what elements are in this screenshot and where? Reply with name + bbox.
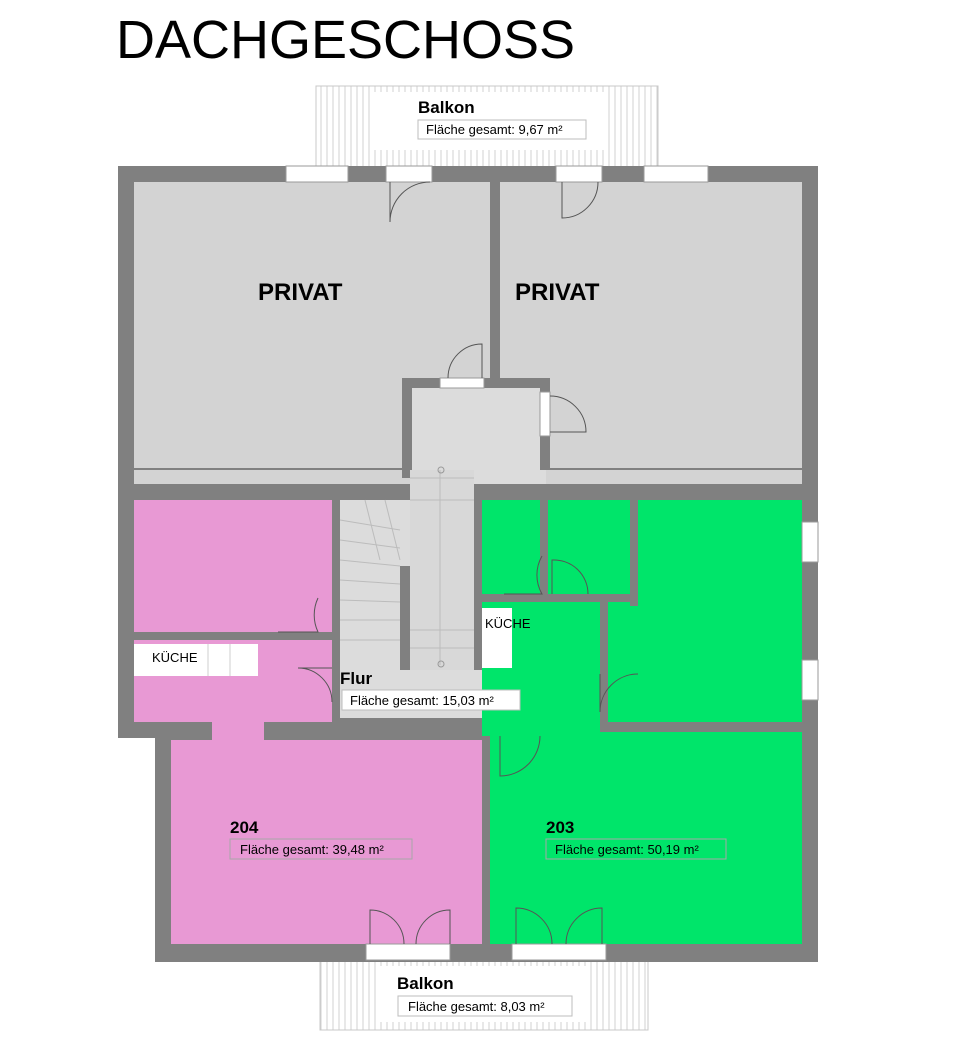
door-swing: [515, 907, 553, 945]
balcony-bottom: [319, 957, 649, 1031]
door-swing: [599, 673, 639, 713]
unit-203: [482, 500, 802, 944]
kitchen-203: [482, 608, 512, 668]
door-swing: [565, 907, 603, 945]
window: [801, 659, 819, 701]
door-swing: [369, 909, 405, 945]
window: [511, 943, 607, 961]
kitchen-203-label: KÜCHE: [485, 616, 531, 631]
flur-label: Flur: [340, 669, 372, 688]
window: [643, 165, 709, 183]
private-right-label: PRIVAT: [515, 279, 600, 306]
flur-area: Fläche gesamt: 15,03 m²: [350, 693, 494, 708]
balcony-top-label: Balkon: [418, 98, 475, 117]
door-swing: [549, 395, 587, 433]
window: [439, 377, 485, 389]
balcony-bottom-label: Balkon: [397, 974, 454, 993]
door-swing: [389, 181, 431, 223]
door-swing: [447, 343, 483, 379]
door-swing: [551, 559, 589, 595]
unit-204-area: Fläche gesamt: 39,48 m²: [240, 842, 384, 857]
unit-203-label: 203: [546, 818, 574, 837]
window: [555, 165, 603, 183]
door-swing: [504, 555, 543, 595]
private-left-label: PRIVAT: [258, 279, 343, 306]
window: [385, 165, 433, 183]
window: [801, 521, 819, 563]
window: [285, 165, 349, 183]
balcony-top-area: Fläche gesamt: 9,67 m²: [426, 122, 563, 137]
unit-204: [134, 500, 482, 944]
door-swing: [561, 181, 599, 219]
door-swing: [297, 667, 333, 703]
window: [365, 943, 451, 961]
kitchen-204: [134, 644, 258, 676]
balcony-bottom-area: Fläche gesamt: 8,03 m²: [408, 999, 545, 1014]
plan-title: DACHGESCHOSS: [116, 10, 575, 70]
door-swing: [499, 735, 541, 777]
window: [539, 391, 551, 437]
door-swing: [415, 909, 451, 945]
staircase: [339, 466, 474, 696]
kitchen-204-label: KÜCHE: [152, 650, 198, 665]
unit-203-area: Fläche gesamt: 50,19 m²: [555, 842, 699, 857]
unit-204-label: 204: [230, 818, 259, 837]
door-swing: [278, 597, 319, 633]
balcony-top: [315, 85, 659, 169]
